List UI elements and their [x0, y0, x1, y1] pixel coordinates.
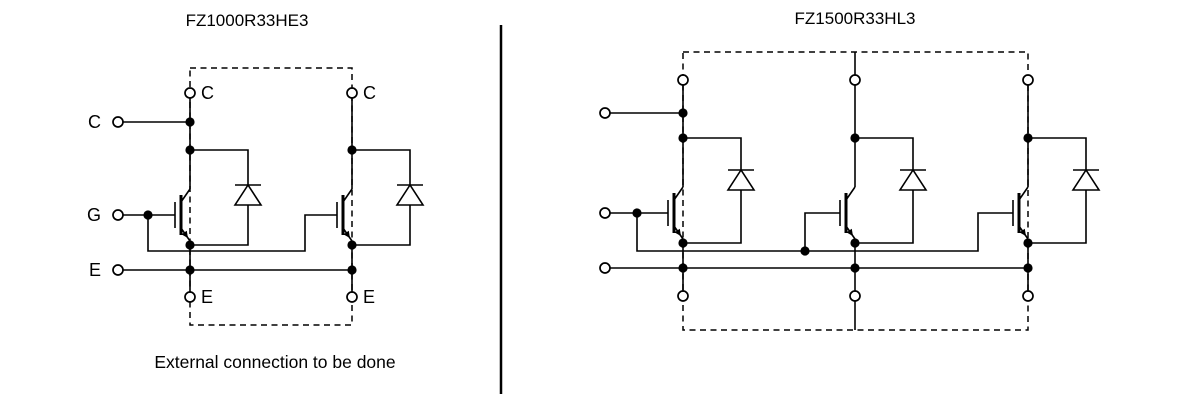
right-gate-bus-wire-b	[805, 212, 1013, 252]
terminal-circle-collector-top-2	[346, 87, 358, 99]
left-gate-bus-wire	[147, 214, 337, 252]
right-cell3-diode-branch-bottom	[1028, 190, 1087, 244]
junction-dot	[678, 108, 688, 118]
left-external-connection-dashed-box	[189, 67, 353, 326]
right-cell3-diode-symbol	[1072, 169, 1100, 191]
terminal-circle-emitter-aux	[112, 264, 124, 276]
junction-dot	[678, 238, 688, 248]
junction-dot	[185, 145, 195, 155]
left-cell1-diode-branch-top	[190, 149, 249, 185]
junction-dot	[185, 240, 195, 250]
terminal-circle-emitter-bottom-1	[677, 290, 689, 302]
junction-dot	[800, 246, 810, 256]
terminal-circle-emitter-bottom-1	[184, 291, 196, 303]
terminal-circle-collector-top-1	[677, 74, 689, 86]
right-cell2-diode-branch-top	[855, 137, 914, 170]
left-cell2-igbt-symbol	[335, 187, 354, 243]
right-terminals	[599, 74, 1034, 302]
terminal-circle-collector-top-1	[184, 87, 196, 99]
right-cell2-diode-symbol	[899, 169, 927, 191]
left-top-collector-label-1: C	[201, 83, 214, 103]
right-module-title: FZ1500R33HL3	[794, 9, 916, 28]
terminal-circle-collector-top-2	[849, 74, 861, 86]
junction-dot	[1023, 238, 1033, 248]
right-cell3-diode-branch-top	[1028, 137, 1087, 170]
terminal-circle-collector-top-3	[1022, 74, 1034, 86]
left-top-collector-label-2: C	[363, 83, 376, 103]
junction-dot	[678, 133, 688, 143]
left-cell2-diode-branch-top	[352, 149, 411, 185]
right-cell1-igbt-symbol	[666, 185, 685, 241]
right-cell1-diode-branch-bottom	[683, 190, 742, 244]
left-cell2-diode-symbol	[396, 184, 424, 206]
terminal-circle-collector-aux	[599, 107, 611, 119]
junction-dot	[678, 263, 688, 273]
left-cell2-diode-branch-bottom	[352, 205, 411, 246]
left-cell1-diode-branch-bottom	[190, 205, 249, 246]
left-module-title: FZ1000R33HE3	[185, 11, 309, 30]
left-junction-dots	[143, 117, 357, 275]
left-side-collector-label: C	[88, 112, 101, 132]
left-side-gate-label: G	[87, 205, 102, 225]
right-cell2-diode-branch-bottom	[855, 190, 914, 244]
junction-dot	[1023, 133, 1033, 143]
terminal-circle-emitter-bottom-3	[1022, 290, 1034, 302]
junction-dot	[850, 263, 860, 273]
right-cell2-igbt-symbol	[838, 185, 857, 241]
junction-dot	[632, 208, 642, 218]
junction-dot	[185, 117, 195, 127]
right-cell3-igbt-symbol	[1011, 185, 1030, 241]
junction-dot	[1023, 263, 1033, 273]
terminal-circle-collector-aux	[112, 116, 124, 128]
left-cell1-igbt-symbol	[173, 187, 192, 243]
left-side-emitter-label: E	[89, 260, 102, 280]
terminal-circle-gate	[112, 209, 124, 221]
terminal-circle-emitter-bottom-2	[849, 290, 861, 302]
right-junction-dots	[632, 108, 1033, 273]
right-module-schematic	[599, 51, 1100, 331]
junction-dot	[347, 240, 357, 250]
right-cell1-diode-branch-top	[683, 137, 742, 170]
junction-dot	[347, 265, 357, 275]
terminal-circle-gate	[599, 207, 611, 219]
terminal-circle-emitter-aux	[599, 262, 611, 274]
terminal-circle-emitter-bottom-2	[346, 291, 358, 303]
right-cell1-diode-symbol	[727, 169, 755, 191]
left-module-schematic	[112, 67, 424, 326]
junction-dot	[347, 145, 357, 155]
left-module-caption: External connection to be done	[154, 352, 396, 372]
left-terminals	[112, 87, 358, 303]
junction-dot	[143, 210, 153, 220]
junction-dot	[850, 133, 860, 143]
left-bottom-emitter-label-1: E	[201, 287, 214, 307]
junction-dot	[185, 265, 195, 275]
junction-dot	[850, 238, 860, 248]
left-cell1-diode-symbol	[234, 184, 262, 206]
left-bottom-emitter-label-2: E	[363, 287, 376, 307]
